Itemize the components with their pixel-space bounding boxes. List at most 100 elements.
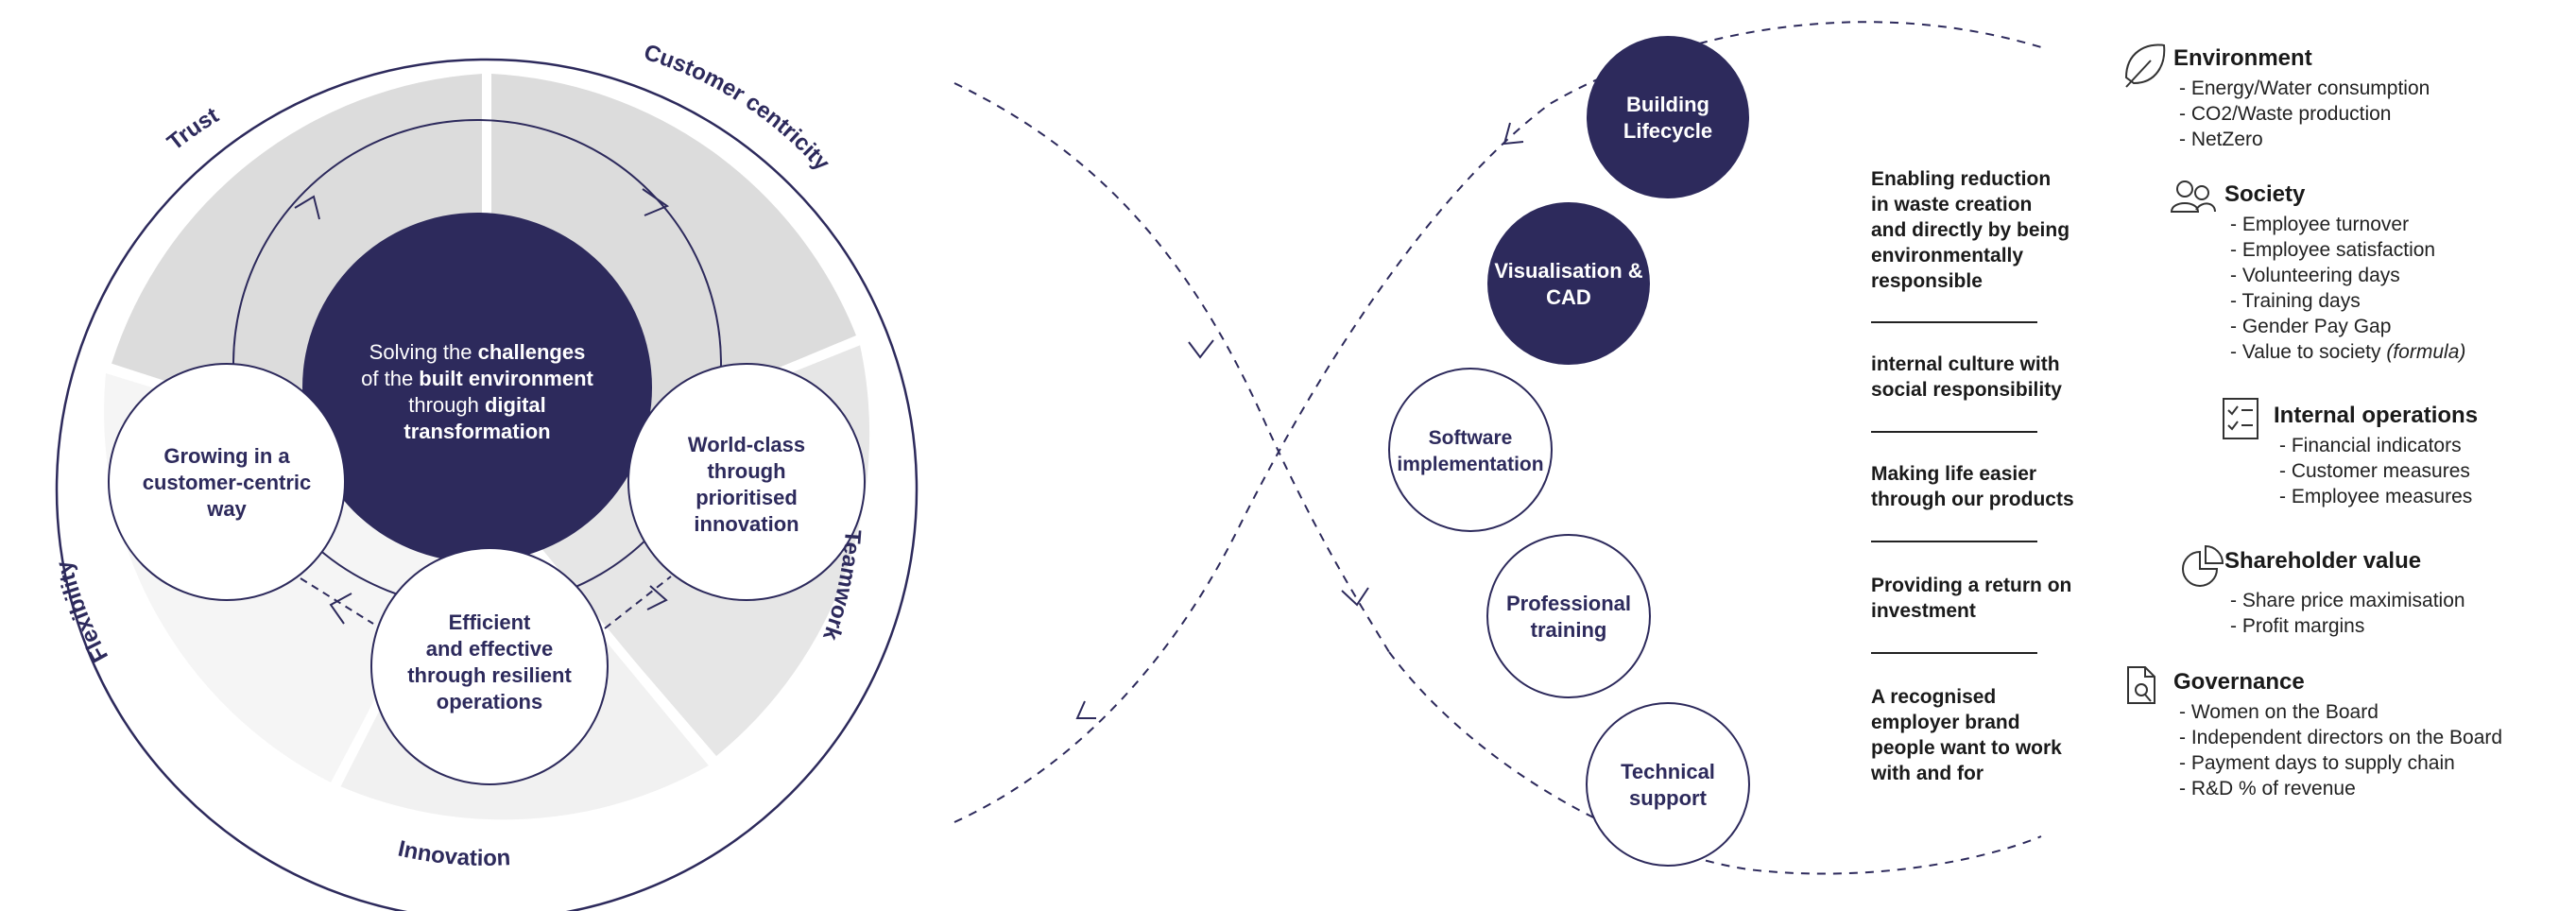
kpi-operations: Internal operations - Financial indicato… xyxy=(2274,403,2478,509)
people-icon xyxy=(2170,180,2216,213)
flow-arrow-3 xyxy=(1075,700,1096,719)
kpi-item: - Training days xyxy=(2230,290,2361,312)
service-visualisation-circle xyxy=(1487,202,1650,365)
dashed-connector-right xyxy=(604,576,672,629)
node-worldclass-line-2: through xyxy=(707,459,785,483)
kpi-shareholder-title: Shareholder value xyxy=(2224,548,2422,574)
service-technical-line-2: support xyxy=(1629,786,1708,810)
node-efficient-line-2: and effective xyxy=(426,637,554,661)
kpi-environment-title: Environment xyxy=(2173,45,2312,71)
center-line-2: of the built environment xyxy=(361,367,593,390)
kpi-governance-title: Governance xyxy=(2173,669,2305,695)
service-visualisation-line-1: Visualisation & xyxy=(1494,259,1642,283)
flow-arrow-top-left xyxy=(294,195,320,220)
service-circles: Building Lifecycle Visualisation & CAD S… xyxy=(1388,36,1750,867)
node-growing-line-3: way xyxy=(206,497,247,521)
flow-arrow-2 xyxy=(1341,587,1369,607)
service-building-circle xyxy=(1587,36,1749,198)
center-line-1: Solving the challenges xyxy=(369,340,586,364)
outcome-divider xyxy=(1871,431,2037,433)
dashed-arrow-right xyxy=(646,585,668,610)
outcome-line: A recognised xyxy=(1871,686,1997,708)
node-growing-line-2: customer-centric xyxy=(143,471,312,494)
node-efficient-line-3: through resilient xyxy=(407,663,572,687)
flow-arrow-4 xyxy=(1503,122,1524,146)
kpi-environment: Environment - Energy/Water consumption -… xyxy=(2173,45,2430,152)
value-trust: Trust xyxy=(163,102,223,155)
node-worldclass xyxy=(627,363,866,601)
flow-curve-lower-right xyxy=(1388,651,2042,875)
outcome-line: environmentally xyxy=(1871,245,2024,266)
dashed-arrow-left xyxy=(329,593,352,625)
node-efficient xyxy=(370,547,609,785)
kpi-item: - Employee satisfaction xyxy=(2230,239,2436,261)
outcome-line: people want to work xyxy=(1871,737,2062,759)
values-wheel: Solving the challenges of the built envi… xyxy=(51,40,919,911)
node-efficient-line-1: Efficient xyxy=(449,610,531,634)
node-efficient-line-4: operations xyxy=(437,690,542,713)
kpi-operations-title: Internal operations xyxy=(2274,403,2479,428)
node-worldclass-line-4: innovation xyxy=(694,512,799,536)
outcome-line: and directly by being xyxy=(1871,219,2070,241)
service-professional-line-1: Professional xyxy=(1506,592,1631,615)
kpi-shareholder: Shareholder value - Share price maximisa… xyxy=(2224,548,2465,639)
kpi-item: - Financial indicators xyxy=(2279,435,2462,456)
flow-curves xyxy=(953,21,2042,875)
center-circle xyxy=(302,213,652,562)
kpi-item: - Employee measures xyxy=(2279,486,2473,507)
outcome-line: with and for xyxy=(1871,763,1984,784)
document-search-icon xyxy=(2127,666,2155,704)
outcome-line: in waste creation xyxy=(1871,194,2033,215)
service-building-line-2: Lifecycle xyxy=(1623,119,1712,143)
flow-arrows xyxy=(1075,122,1524,719)
kpi-item: - Share price maximisation xyxy=(2230,590,2465,611)
outcome-divider xyxy=(1871,652,2037,654)
outcome-governance: A recognised employer brand people want … xyxy=(1871,684,2098,786)
node-worldclass-line-1: World-class xyxy=(688,433,805,456)
outcome-line: employer brand xyxy=(1871,712,2020,733)
outcome-operations: Making life easier through our products xyxy=(1871,461,2098,512)
kpi-society-title: Society xyxy=(2224,181,2306,207)
center-line-4: transformation xyxy=(404,420,550,443)
kpi-society: Society - Employee turnover - Employee s… xyxy=(2224,181,2465,365)
outcome-line: investment xyxy=(1871,600,1976,622)
node-growing-line-1: Growing in a xyxy=(163,444,290,468)
kpi-item: - CO2/Waste production xyxy=(2179,103,2392,125)
kpi-item: - Customer measures xyxy=(2279,460,2470,482)
kpi-item: - Payment days to supply chain xyxy=(2179,752,2455,774)
service-technical-line-1: Technical xyxy=(1621,760,1715,783)
node-worldclass-line-3: prioritised xyxy=(696,486,798,509)
outcome-line: internal culture with xyxy=(1871,353,2060,375)
outcome-environment: Enabling reduction in waste creation and… xyxy=(1871,166,2098,294)
service-software-circle xyxy=(1388,368,1553,532)
checklist-icon xyxy=(2223,398,2258,439)
outcome-line: Providing a return on xyxy=(1871,575,2072,596)
kpi-item: - Independent directors on the Board xyxy=(2179,727,2503,748)
service-software-line-1: Software xyxy=(1429,427,1513,449)
service-building-line-1: Building xyxy=(1626,93,1709,116)
outcome-line: social responsibility xyxy=(1871,379,2062,401)
service-visualisation-line-2: CAD xyxy=(1546,285,1591,309)
leaf-icon xyxy=(2124,43,2166,88)
node-growing xyxy=(108,363,346,601)
outcome-line: responsible xyxy=(1871,270,1983,292)
kpi-item: - Value to society (formula) xyxy=(2230,341,2466,363)
kpi-item-suffix: (formula) xyxy=(2386,341,2466,363)
outcome-divider xyxy=(1871,321,2037,323)
kpi-item: - R&D % of revenue xyxy=(2179,778,2356,799)
service-professional-line-2: training xyxy=(1531,618,1607,642)
flow-arrow-top-right xyxy=(642,188,670,216)
kpi-item: - Profit margins xyxy=(2230,615,2365,637)
kpi-item: - Energy/Water consumption xyxy=(2179,77,2430,99)
service-technical-circle xyxy=(1586,702,1750,867)
kpi-item: - Women on the Board xyxy=(2179,701,2379,723)
center-line-3: through digital xyxy=(408,393,546,417)
outcome-line: Enabling reduction xyxy=(1871,168,2052,190)
kpi-item: - Volunteering days xyxy=(2230,265,2400,286)
outcome-shareholder: Providing a return on investment xyxy=(1871,573,2098,624)
service-professional-circle xyxy=(1486,534,1651,698)
service-software-line-2: implementation xyxy=(1397,454,1543,475)
kpi-item: - NetZero xyxy=(2179,129,2263,150)
outcome-society: internal culture with social responsibil… xyxy=(1871,352,2098,403)
